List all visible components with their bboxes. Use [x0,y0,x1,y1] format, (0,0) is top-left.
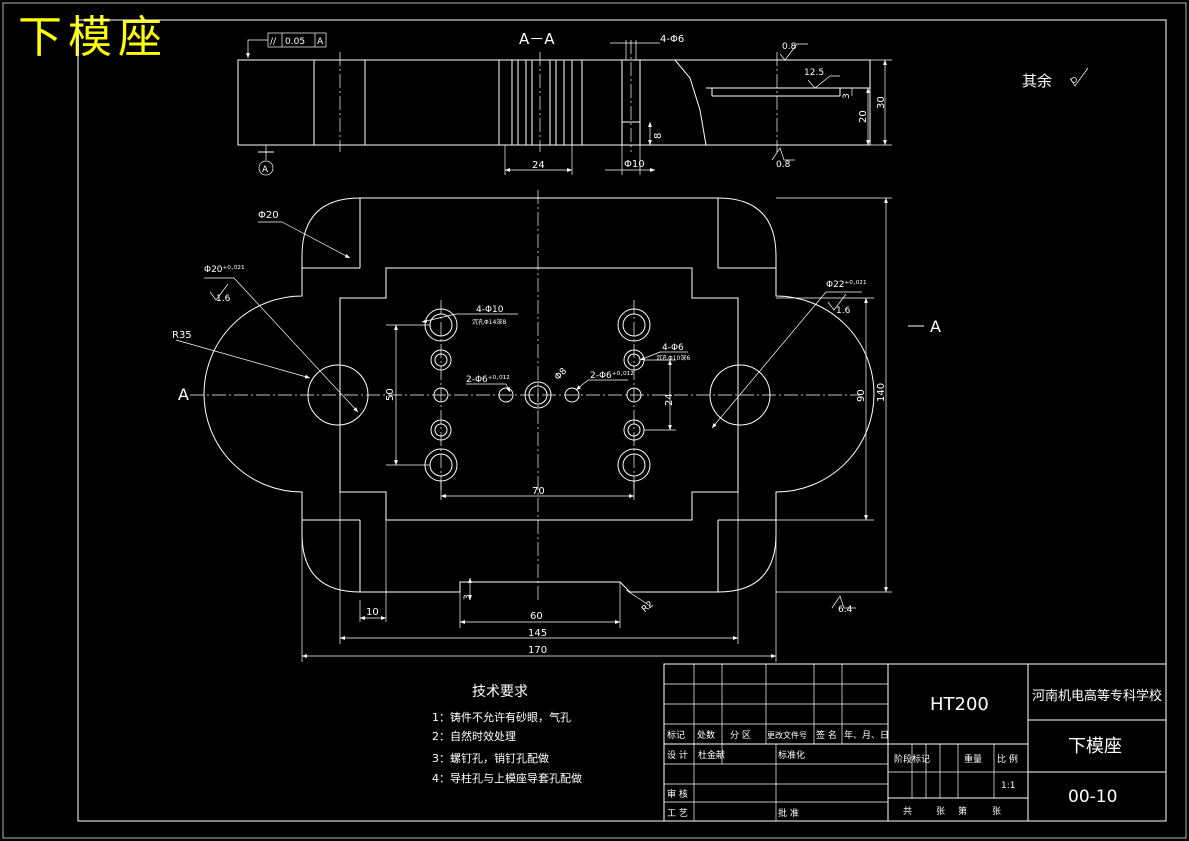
datum-marker: A [262,165,269,175]
rough-08-bottom: 0.8 [776,160,791,170]
section-holes-label: 4-Φ6 [660,34,684,45]
section-dim-3: 3 [842,93,852,99]
plan-dim-140: 140 [876,383,887,402]
technical-requirements: 技术要求 1：铸件不允许有砂眼，气孔 2：自然时效处理 3：螺钉孔，销钉孔配做 … [432,684,582,785]
requirements-heading: 技术要求 [472,684,528,700]
plan-phi22-fit: Φ22⁺⁰·⁰²¹ [826,280,867,290]
plan-dim-170: 170 [528,645,547,656]
requirement-item: 3：螺钉孔，销钉孔配做 [432,751,549,765]
cut-marker-left: A [178,385,189,404]
plan-rough-64: 6.4 [838,605,853,615]
sheet-total: 共 [903,806,912,817]
material: HT200 [930,694,989,715]
plan-phi20: Φ20 [258,210,279,221]
plan-r2: R2 [640,600,656,615]
header-mark: 标记 [667,729,685,741]
plan-dim-50: 50 [385,388,396,401]
title-block: 标记 处数 分 区 更改文件号 签 名 年、月、日 设 计 杜金献 标准化 审 … [663,663,1167,822]
flatness-datum: A [317,37,324,47]
plan-phi20-fit: Φ20⁺⁰·⁰²¹ [204,265,245,275]
plan-dim-60: 60 [530,611,543,622]
scale-value: 1:1 [1001,781,1015,791]
part-name: 下模座 [1068,736,1122,757]
flatness-value: 0.05 [285,37,305,47]
rough-125: 12.5 [804,68,824,78]
section-dim-30: 30 [876,96,887,109]
header-zone: 分 区 [730,730,751,741]
requirement-item: 4：导柱孔与上模座导套孔配做 [432,771,582,785]
plan-dim-10: 10 [366,607,379,618]
plan-rough-16-left: 1.6 [216,294,231,304]
drawing-title: 下模座 [18,12,168,63]
design-label: 设 计 [667,749,688,761]
plan-view: A A Φ20 Φ20⁺⁰·⁰²¹ 1.6 R35 4-Φ10 沉孔Φ14深8 … [172,190,941,662]
plan-pins-left: 2-Φ6⁺⁰·⁰¹² [466,375,510,385]
plan-holes-4phi6: 4-Φ6 [662,343,684,353]
drawing-number: 00-10 [1068,787,1117,807]
right-hole-column [617,300,651,490]
plan-dim-90: 90 [856,389,867,402]
process-label: 工 艺 [667,808,688,819]
plan-r35: R35 [172,330,192,341]
plan-pins-right: 2-Φ6⁺⁰·⁰¹² [590,371,634,381]
roughness-symbol-125: 12.5 [804,68,840,89]
standardize-label: 标准化 [778,749,805,761]
inner-frame [77,19,1167,822]
flatness-symbol: // [270,37,277,47]
section-dim-phi10: Φ10 [624,159,645,170]
left-hole-column [424,300,458,490]
roughness-symbol-bottom: 0.8 [771,147,795,170]
section-dim-24: 24 [532,160,545,171]
review-label: 审 核 [667,788,688,800]
plan-holes-4phi6-note: 沉孔Φ10深6 [656,354,690,362]
roughness-symbol-top: 0.8 [779,42,808,61]
header-count: 处数 [697,729,715,741]
roughness-other-icon [1069,67,1089,87]
header-sign: 签 名 [816,729,837,741]
weight-label: 重量 [964,753,982,765]
requirement-item: 1：铸件不允许有砂眼，气孔 [432,710,571,724]
plan-center-phi: Φ8 [553,366,569,382]
plan-dim-3: 3 [463,594,473,600]
other-surfaces: 其余 [1022,72,1052,90]
school-name: 河南机电高等专科学校 [1032,688,1162,704]
cut-marker-right: A [930,317,941,336]
rough-08-top: 0.8 [782,42,797,52]
sheet-unit: 张 [936,806,945,817]
approve-label: 批 准 [778,807,799,819]
sheet-no: 第 [958,805,967,817]
sheet-end: 张 [992,806,1001,817]
plan-holes-phi10: 4-Φ10 [476,305,504,315]
plan-dim-145: 145 [528,628,547,639]
section-view: A－A // 0.05 A A [237,30,892,176]
requirement-item: 2：自然时效处理 [432,729,516,743]
plan-dim-70: 70 [532,486,545,497]
header-date: 年、月、日 [844,729,889,741]
header-docno: 更改文件号 [767,730,807,740]
stage-label: 阶段标记 [894,753,930,765]
plan-dim-24: 24 [664,393,675,406]
standardize-by: 杜金献 [698,749,725,761]
plan-rough-16-right: 1.6 [836,306,851,316]
section-label: A－A [519,30,555,48]
section-dim-20: 20 [858,110,869,123]
ratio-label: 比 例 [997,753,1018,765]
section-dim-8: 8 [653,133,664,139]
plan-holes-phi10-note: 沉孔Φ14深8 [472,318,506,326]
